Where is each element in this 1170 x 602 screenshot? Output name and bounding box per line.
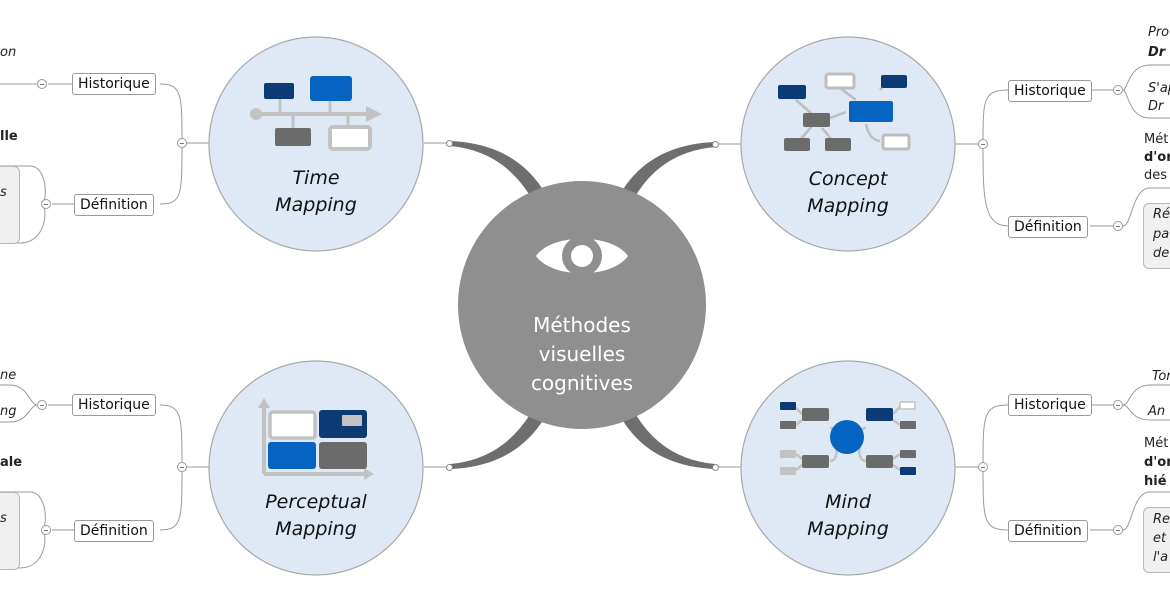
definition-box-bl	[0, 492, 20, 570]
fragment-tr-10: de	[1153, 246, 1170, 261]
tag-definition-concept[interactable]: Définition	[1008, 216, 1088, 238]
collapse-toggle-icon[interactable]	[41, 525, 51, 535]
mind-map-icon	[780, 401, 916, 475]
fragment-tl-2: lle	[0, 129, 18, 144]
fragment-tr-5: Mét	[1144, 132, 1169, 147]
mind-mapping-label: Mind Mapping	[778, 489, 918, 543]
label-line: Mind	[825, 491, 871, 513]
perceptual-mapping-label: Perceptual Mapping	[226, 489, 406, 543]
connector-dot	[712, 141, 719, 148]
tag-historique-time[interactable]: Historique	[72, 73, 156, 95]
definition-box-br	[1143, 507, 1170, 573]
definition-box-tr	[1143, 203, 1170, 269]
collapse-toggle-icon[interactable]	[37, 79, 47, 89]
center-title-line: cognitives	[530, 371, 634, 395]
fragment-bl-2: ng	[0, 404, 17, 419]
fragment-br-2: An	[1148, 404, 1166, 419]
fragment-tr-4: Dr	[1148, 99, 1164, 114]
mind-mapping-node	[740, 360, 956, 576]
fragment-tr-2: Dr	[1148, 45, 1166, 60]
fragment-br-7: et	[1153, 531, 1167, 546]
fragment-tr-8: Ré	[1153, 207, 1170, 222]
tag-definition-perceptual[interactable]: Définition	[74, 520, 154, 542]
tag-historique-perceptual[interactable]: Historique	[72, 394, 156, 416]
fragment-tl-1: on	[0, 45, 17, 60]
fragment-tl-3: s	[0, 185, 7, 200]
collapse-toggle-icon[interactable]	[1113, 525, 1123, 535]
collapse-toggle-icon[interactable]	[978, 462, 988, 472]
tag-historique-mind[interactable]: Historique	[1008, 394, 1092, 416]
collapse-toggle-icon[interactable]	[37, 400, 47, 410]
collapse-toggle-icon[interactable]	[978, 139, 988, 149]
fragment-tr-1: Pro	[1148, 25, 1170, 40]
connector-dot	[446, 464, 453, 471]
collapse-toggle-icon[interactable]	[177, 138, 187, 148]
label-line: Perceptual	[265, 491, 367, 513]
concept-mapping-label: Concept Mapping	[778, 166, 918, 220]
fragment-tr-7: des	[1144, 168, 1168, 183]
label-line: Mapping	[275, 194, 357, 216]
fragment-tr-6: d'or	[1144, 150, 1170, 165]
fragment-tr-3: S'ap	[1148, 81, 1170, 96]
fragment-bl-4: s	[0, 511, 7, 526]
fragment-bl-1: ne	[0, 368, 17, 383]
label-line: Mapping	[807, 518, 889, 540]
perceptual-mapping-node	[208, 360, 424, 576]
time-mapping-label: Time Mapping	[246, 165, 386, 219]
center-title-line: Méthodes	[533, 313, 631, 337]
label-line: Time	[292, 167, 340, 189]
center-node	[458, 181, 706, 429]
label-line: Mapping	[807, 195, 889, 217]
time-mapping-node	[208, 36, 424, 252]
center-title: Méthodes visuelles cognitives	[512, 311, 652, 398]
collapse-toggle-icon[interactable]	[41, 199, 51, 209]
center-title-line: visuelles	[538, 342, 626, 366]
eye-icon	[536, 236, 628, 276]
definition-box-tl	[0, 166, 20, 244]
fragment-br-5: hié	[1144, 474, 1167, 489]
collapse-toggle-icon[interactable]	[1113, 221, 1123, 231]
fragment-br-6: Re	[1153, 512, 1170, 527]
fragment-tr-9: pa	[1153, 227, 1170, 242]
tag-definition-mind[interactable]: Définition	[1008, 520, 1088, 542]
collapse-toggle-icon[interactable]	[177, 462, 187, 472]
connector-dot	[712, 464, 719, 471]
perceptual-grid-icon	[258, 398, 374, 480]
label-line: Mapping	[275, 518, 357, 540]
connector-dot	[446, 140, 453, 147]
tag-historique-concept[interactable]: Historique	[1008, 80, 1092, 102]
fragment-br-8: l'a	[1153, 550, 1169, 565]
fragment-br-3: Mét	[1144, 436, 1169, 451]
concept-mapping-node	[740, 36, 956, 252]
fragment-bl-3: ale	[0, 455, 23, 470]
fragment-br-4: d'or	[1144, 455, 1170, 470]
fragment-br-1: Tor	[1152, 369, 1170, 384]
tag-definition-time[interactable]: Définition	[74, 194, 154, 216]
collapse-toggle-icon[interactable]	[1113, 400, 1123, 410]
timeline-icon	[250, 76, 382, 151]
collapse-toggle-icon[interactable]	[1113, 85, 1123, 95]
label-line: Concept	[808, 168, 888, 190]
